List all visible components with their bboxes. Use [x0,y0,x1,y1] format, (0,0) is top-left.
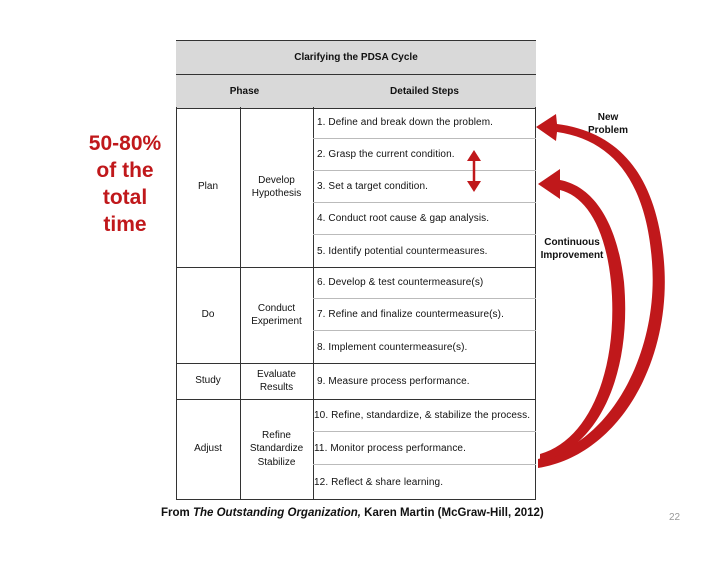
double-arrow-icon [467,150,481,192]
subphase-line: Stabilize [257,456,296,468]
citation-prefix: From [161,507,193,519]
subphase-line: Conduct [257,302,296,314]
phase-divider [240,107,241,500]
table-border-left [176,107,177,500]
group-separator [176,363,536,364]
phase-plan: Plan [197,181,218,193]
table-header-row: Phase Detailed Steps [176,74,536,109]
subphase-line: Refine [262,429,291,441]
table-title: Clarifying the PDSA Cycle [176,40,536,75]
subphase-study: Evaluate Results [240,363,313,399]
phase-do: Do [201,309,215,321]
continuous-improvement-label: Continuous Improvement [537,236,607,262]
header-phase: Phase [229,86,260,97]
callout-line: total [102,186,148,209]
source-citation: From The Outstanding Organization, Karen… [161,507,544,519]
step-6: 6. Develop & test countermeasure(s) [313,267,536,299]
citation-suffix: Karen Martin (McGraw-Hill, 2012) [360,507,544,519]
step-4: 4. Conduct root cause & gap analysis. [313,203,536,235]
step-1: 1. Define and break down the problem. [313,107,536,139]
note-line: Continuous [544,237,600,248]
page-number: 22 [669,512,681,523]
subphase-line: Develop [258,174,295,186]
note-line: New [597,112,619,123]
table-border-bottom [176,499,536,500]
subphase-line: Experiment [251,316,302,327]
subphase-do: Conduct Experiment [240,267,313,363]
step-11: 11. Monitor process performance. [313,432,536,465]
time-callout: 50-80% of the total time [80,130,170,238]
group-separator [176,267,536,268]
callout-line: 50-80% [88,132,162,155]
subphase-plan: Develop Hypothesis [240,107,313,267]
subphase-line: Standardize [249,443,304,455]
step-12: 12. Reflect & share learning. [314,476,444,488]
continuous-improvement-arrow [538,169,626,462]
phase-study: Study [195,375,221,387]
subphase-adjust: Refine Standardize Stabilize [240,399,313,499]
new-problem-arrow [536,114,665,468]
steps-divider [313,107,314,500]
note-line: Problem [587,125,628,136]
step-3: 3. Set a target condition. [313,171,536,203]
subphase-line: Results [259,382,294,393]
subphase-line: Evaluate [257,368,296,380]
header-detailed-steps: Detailed Steps [390,86,459,97]
note-line: Improvement [540,250,604,261]
step-5: 5. Identify potential countermeasures. [317,245,488,257]
new-problem-label: New Problem [583,111,633,137]
citation-book: The Outstanding Organization, [192,507,361,519]
subphase-line: Hypothesis [251,188,302,199]
callout-line: time [103,213,147,236]
table-title-text: Clarifying the PDSA Cycle [294,52,418,63]
step-7: 7. Refine and finalize countermeasure(s)… [313,299,536,331]
phase-adjust: Adjust [194,443,222,455]
step-10: 10. Refine, standardize, & stabilize the… [313,399,536,432]
table-border-right [535,107,536,500]
step-9: 9. Measure process performance. [317,375,470,387]
step-2: 2. Grasp the current condition. [313,139,536,171]
step-8: 8. Implement countermeasure(s). [317,341,468,353]
pdsa-table: Clarifying the PDSA Cycle Phase Detailed… [176,40,536,500]
callout-line: of the [96,159,154,182]
group-separator [176,399,536,400]
